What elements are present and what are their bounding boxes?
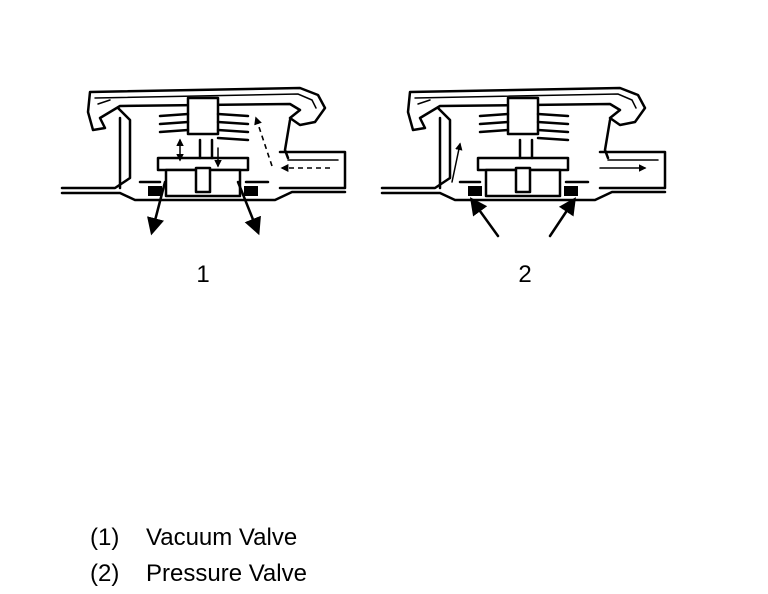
legend-key: (2) xyxy=(90,560,120,587)
legend-text: Pressure Valve xyxy=(146,560,307,587)
pressure-valve-drawing xyxy=(380,86,667,238)
figure-label-2: 2 xyxy=(518,261,532,288)
legend-item-pressure-valve: (2) Pressure Valve xyxy=(90,556,307,592)
legend-text: Vacuum Valve xyxy=(146,524,298,551)
legend-key: (1) xyxy=(90,524,120,551)
radiator-cap-diagram xyxy=(60,86,667,238)
legend: (1) Vacuum Valve (2) Pressure Valve xyxy=(90,520,307,592)
vacuum-valve-drawing xyxy=(60,86,347,236)
legend-item-vacuum-valve: (1) Vacuum Valve xyxy=(90,520,307,556)
figure-label-1: 1 xyxy=(196,261,210,288)
